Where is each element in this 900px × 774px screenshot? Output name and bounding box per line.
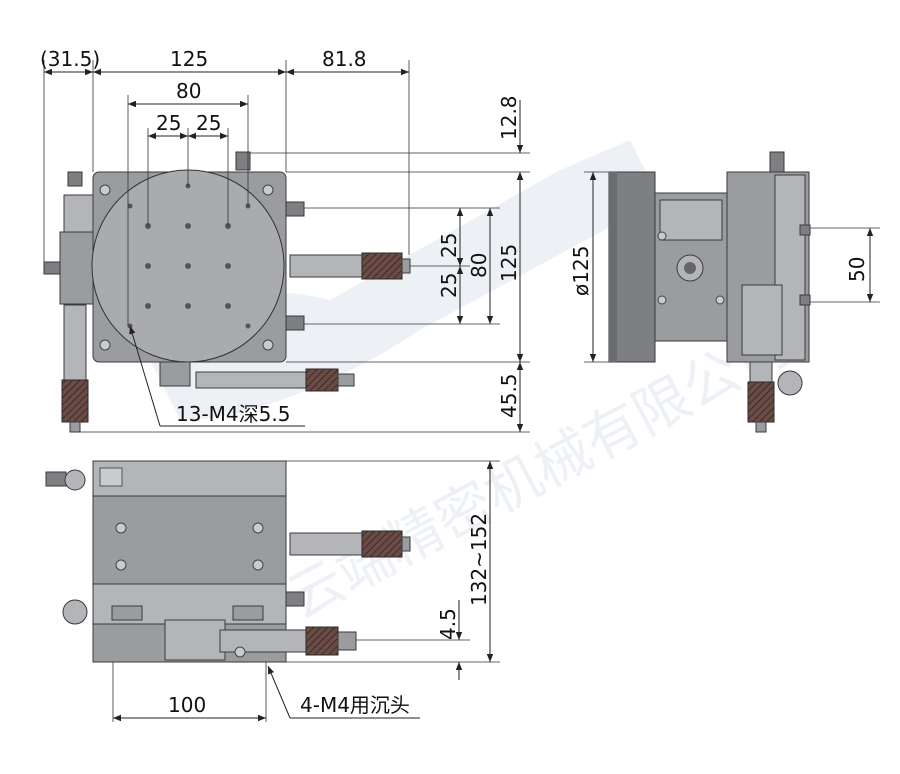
front-lower-micrometer-thimble	[305, 626, 339, 656]
dim-vert-125: 125	[497, 244, 521, 282]
dim-base-width-100: 100	[168, 693, 206, 717]
dim-vert-pitch-b: 25	[437, 273, 461, 298]
top-view-dimensions: (31.5) 125 81.8 80 25 25 12.8 25 25 80 1…	[40, 47, 530, 433]
dim-pitch-b: 25	[196, 111, 221, 135]
front-upper-stage	[92, 495, 287, 585]
top-micrometer-thimble	[361, 252, 403, 280]
top-view	[43, 151, 411, 433]
dim-bottom-45-5: 45.5	[497, 373, 521, 418]
side-view-dimensions: ø125 50	[569, 171, 880, 363]
dim-hole-span-80: 80	[176, 79, 201, 103]
dim-vert-80: 80	[467, 253, 491, 278]
lower-micrometer-barrel	[195, 371, 307, 389]
dim-side-pitch-50: 50	[845, 257, 869, 282]
dim-pitch-a: 25	[156, 111, 181, 135]
dim-micrometer-81-8: 81.8	[322, 47, 367, 71]
side-micrometer-thimble	[747, 381, 775, 423]
note-holes-13-m4: 13-M4深5.5	[176, 402, 290, 426]
top-micrometer-barrel	[289, 254, 363, 278]
front-micrometer-thimble	[361, 530, 403, 558]
side-view	[608, 151, 811, 433]
top-hole-grid	[127, 183, 251, 329]
dim-base-offset-4-5: 4.5	[436, 608, 460, 640]
dim-vert-pitch-a: 25	[437, 233, 461, 258]
lower-micrometer-thimble	[305, 368, 339, 392]
note-mount-4-m4: 4-M4用沉头	[300, 693, 410, 717]
left-micrometer-barrel	[63, 304, 87, 381]
front-micrometer-barrel	[289, 532, 363, 556]
dim-offset-left: (31.5)	[40, 47, 100, 71]
front-view-dimensions: 132~152 4.5 100 4-M4用沉头	[112, 460, 500, 722]
top-left-knob	[67, 171, 83, 187]
front-view	[45, 460, 411, 663]
front-lower-micrometer-barrel	[219, 629, 307, 653]
dim-top-offset-12-8: 12.8	[497, 95, 521, 140]
dim-width-125: 125	[170, 47, 208, 71]
dim-diameter: ø125	[569, 246, 593, 296]
front-top-plate	[92, 460, 287, 497]
left-side-block	[59, 231, 95, 305]
left-micrometer-thimble	[61, 379, 89, 423]
dim-height-range: 132~152	[467, 513, 491, 606]
